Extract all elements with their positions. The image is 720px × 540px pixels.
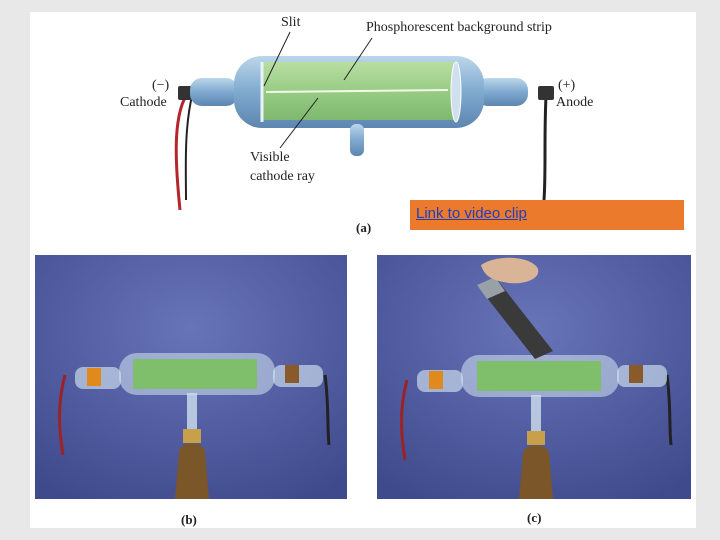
- photo-c-scene: [377, 255, 691, 499]
- photo-b-scene: [35, 255, 347, 499]
- left-neck: [190, 78, 238, 106]
- visible-ray-label-line1: Visible: [250, 150, 290, 165]
- anode-electrode: [450, 61, 462, 123]
- magnet: [477, 277, 553, 359]
- anode-sign-label: (+): [558, 78, 576, 93]
- caption-b: (b): [181, 512, 197, 527]
- phosphorescent-strip-label: Phosphorescent background strip: [366, 20, 552, 35]
- cathode-sign-label: (−): [152, 78, 170, 93]
- tube-stem: [350, 124, 364, 156]
- visible-ray-label-line2: cathode ray: [250, 169, 315, 184]
- cathode-clip: [178, 86, 194, 100]
- hand: [481, 257, 539, 284]
- anode-label: Anode: [556, 95, 594, 110]
- video-clip-link[interactable]: Link to video clip: [410, 200, 684, 230]
- anode-wire: [542, 95, 548, 201]
- right-neck: [476, 78, 528, 106]
- slit-label: Slit: [281, 15, 301, 30]
- photo-b: [35, 255, 347, 499]
- cathode-ray: [265, 89, 449, 93]
- cathode-wire-red: [174, 95, 188, 211]
- anode-clip: [538, 86, 554, 100]
- caption-c: (c): [527, 510, 542, 525]
- cathode-label: Cathode: [120, 95, 167, 110]
- photo-c: [377, 255, 691, 499]
- cathode-wire-black: [184, 95, 193, 201]
- caption-a: (a): [356, 220, 372, 235]
